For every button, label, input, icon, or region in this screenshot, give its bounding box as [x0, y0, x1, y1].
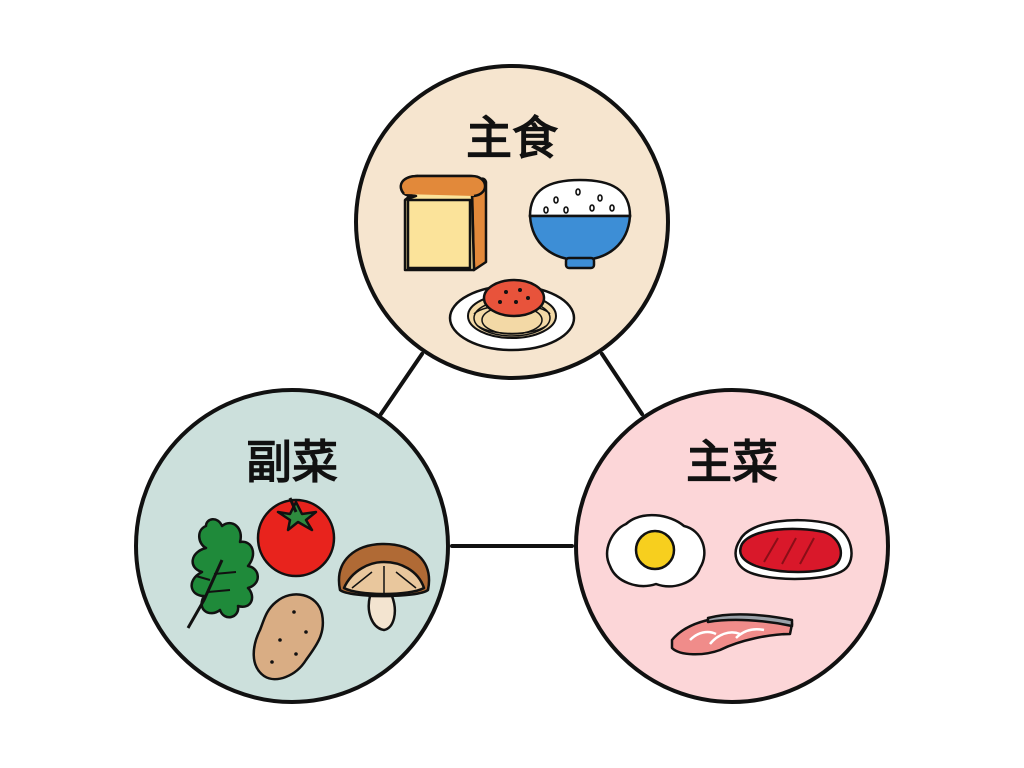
shiitake-mushroom-icon: [337, 542, 431, 632]
edge-staple-side: [379, 352, 424, 416]
node-staple-circle: [354, 64, 670, 380]
node-side-label: 副菜: [246, 435, 338, 489]
node-staple-label: 主食: [466, 111, 559, 165]
steak-icon: [734, 518, 853, 581]
node-staple: 主食: [354, 64, 670, 380]
edge-staple-main: [600, 352, 644, 416]
node-main-label: 主菜: [686, 435, 778, 489]
spaghetti-icon: [448, 278, 576, 352]
node-main: 主菜: [574, 388, 890, 704]
connectors: [379, 352, 644, 548]
node-main-circle: [574, 388, 890, 704]
leafy-green-icon: [186, 518, 259, 629]
node-side: 副菜: [134, 388, 450, 704]
salmon-fillet-icon: [670, 613, 794, 656]
fried-egg-icon: [605, 513, 706, 588]
rice-bowl-icon: [528, 178, 632, 270]
tomato-icon: [256, 497, 336, 578]
potato-icon: [252, 593, 325, 681]
bread-icon: [399, 174, 488, 272]
